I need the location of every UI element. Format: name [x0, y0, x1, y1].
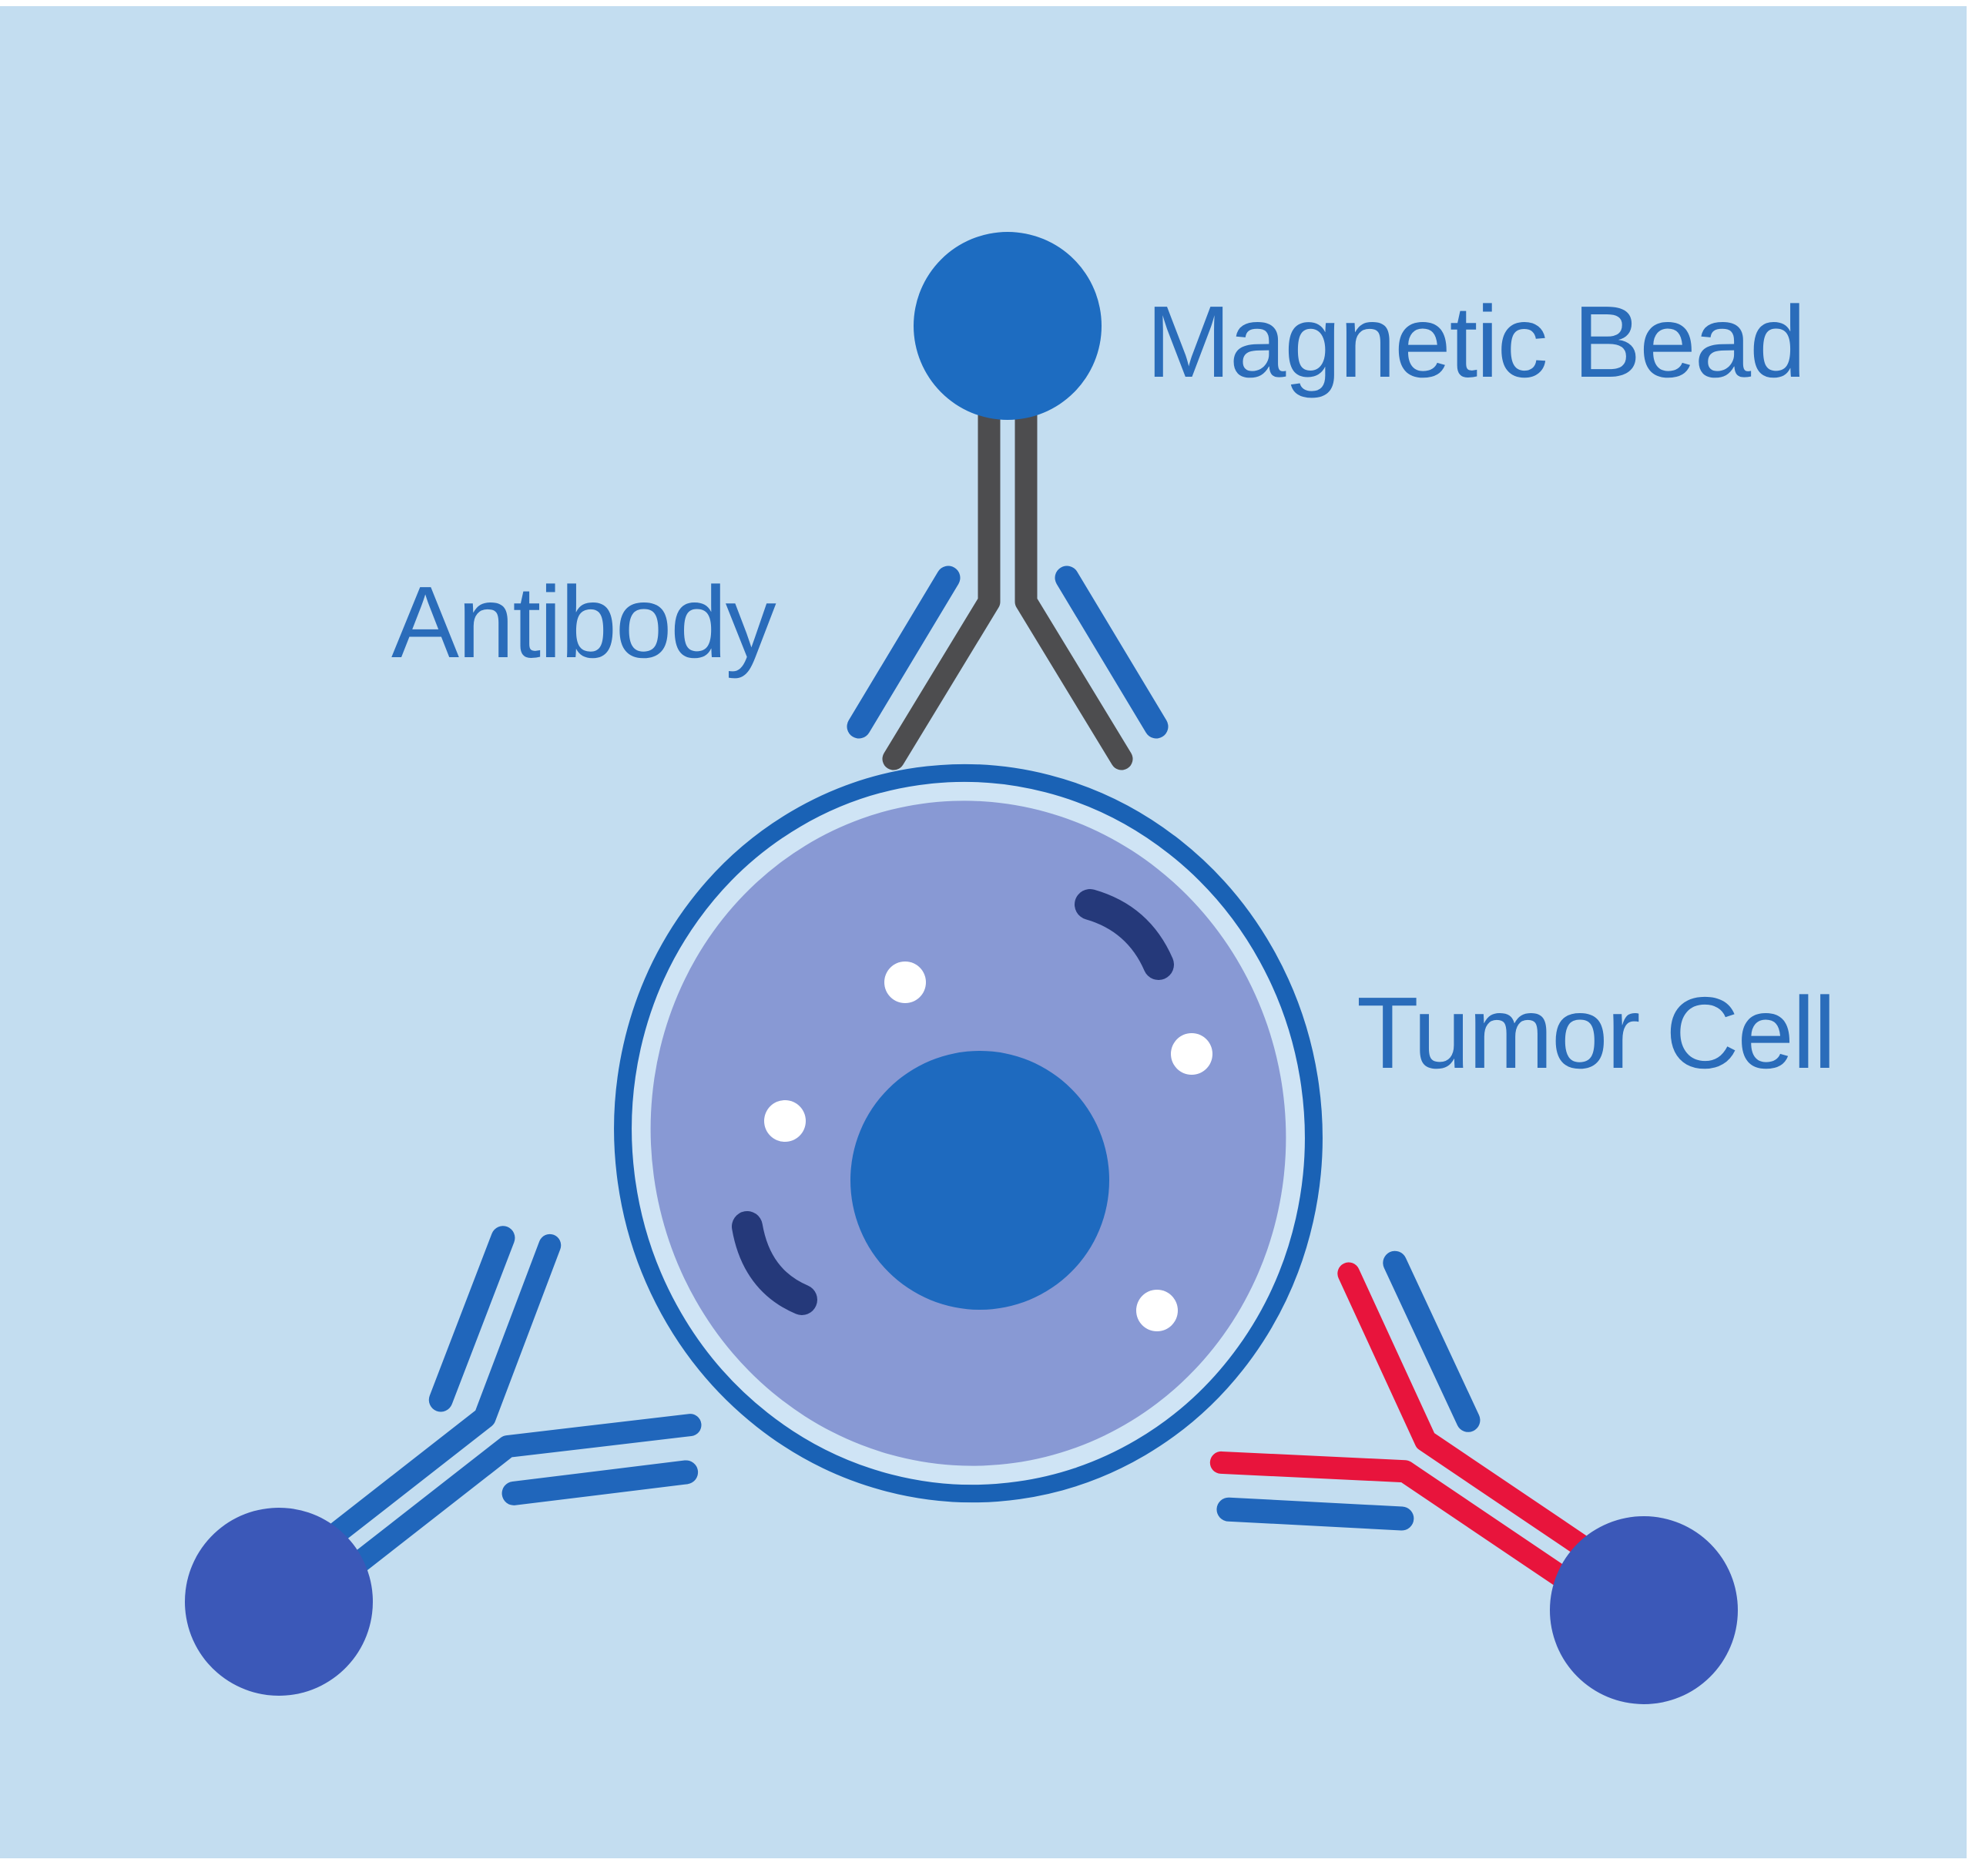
vesicle-dot	[764, 1100, 806, 1142]
organelle-rod-top-right	[1075, 889, 1174, 980]
vesicle-dot	[1136, 1290, 1178, 1331]
tumor-cell	[614, 763, 1323, 1503]
label-antibody: Antibody	[391, 565, 776, 679]
organelle-rod-bottom-left	[732, 1211, 817, 1315]
label-tumor-cell: Tumor Cell	[1357, 976, 1835, 1089]
vesicle-dot	[1171, 1033, 1212, 1075]
vesicle-dot	[884, 961, 926, 1003]
cell-nucleus	[850, 1051, 1109, 1310]
label-magnetic-bead: Magnetic Bead	[1146, 285, 1805, 398]
